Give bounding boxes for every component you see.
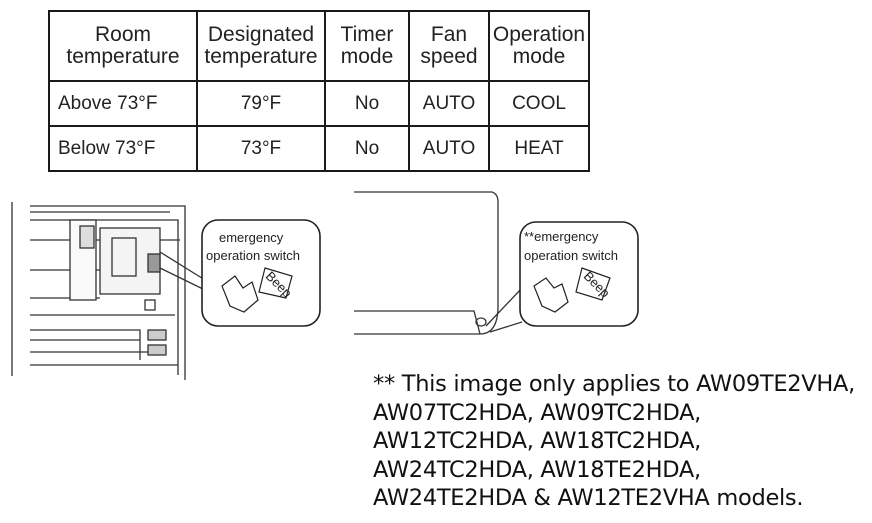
note-line: AW24TE2HDA & AW12TE2VHA models.: [373, 485, 804, 511]
table-cell: Below 73°F: [48, 125, 198, 172]
table-cell: AUTO: [408, 125, 490, 172]
header-text: temperature: [66, 45, 180, 68]
table-row: Above 73°F 79°F No AUTO COOL: [48, 80, 590, 127]
table-cell: Above 73°F: [48, 80, 198, 127]
table-cell: 73°F: [196, 125, 326, 172]
header-text: Designated: [207, 23, 315, 46]
header-text: Timer: [340, 23, 394, 46]
header-text: Operation: [492, 23, 586, 46]
callout-text-line1: **emergency: [524, 229, 599, 244]
table-cell: AUTO: [408, 80, 490, 127]
indoor-unit-open-panel-illustration: emergency operation switch Beep: [11, 202, 321, 380]
indoor-unit-closed-illustration: **emergency operation switch Beep: [354, 191, 639, 335]
header-text: speed: [420, 45, 478, 68]
note-line: AW12TC2HDA, AW18TC2HDA,: [373, 428, 702, 454]
note-line: AW07TC2HDA, AW09TC2HDA,: [373, 399, 702, 426]
header-text: mode: [512, 45, 566, 68]
callout-text-line1: emergency: [219, 230, 284, 245]
header-text: mode: [340, 45, 394, 68]
header-text: Room: [94, 23, 152, 46]
table-cell: COOL: [488, 80, 590, 127]
table-cell: HEAT: [488, 125, 590, 172]
table-cell: 79°F: [196, 80, 326, 127]
header-text: temperature: [204, 45, 318, 68]
table-row: Below 73°F 73°F No AUTO HEAT: [48, 125, 590, 172]
note-line: AW24TC2HDA, AW18TE2HDA,: [373, 456, 701, 483]
model-applicability-note: ** This image only applies to AW09TE2VHA…: [373, 370, 868, 513]
callout-text-line2: operation switch: [524, 248, 618, 263]
callout-text-line2: operation switch: [206, 248, 300, 263]
header-text: Fan: [430, 23, 468, 46]
note-line: ** This image only applies to AW09TE2VHA…: [373, 371, 855, 397]
table-cell: No: [324, 80, 410, 127]
table-cell: No: [324, 125, 410, 172]
